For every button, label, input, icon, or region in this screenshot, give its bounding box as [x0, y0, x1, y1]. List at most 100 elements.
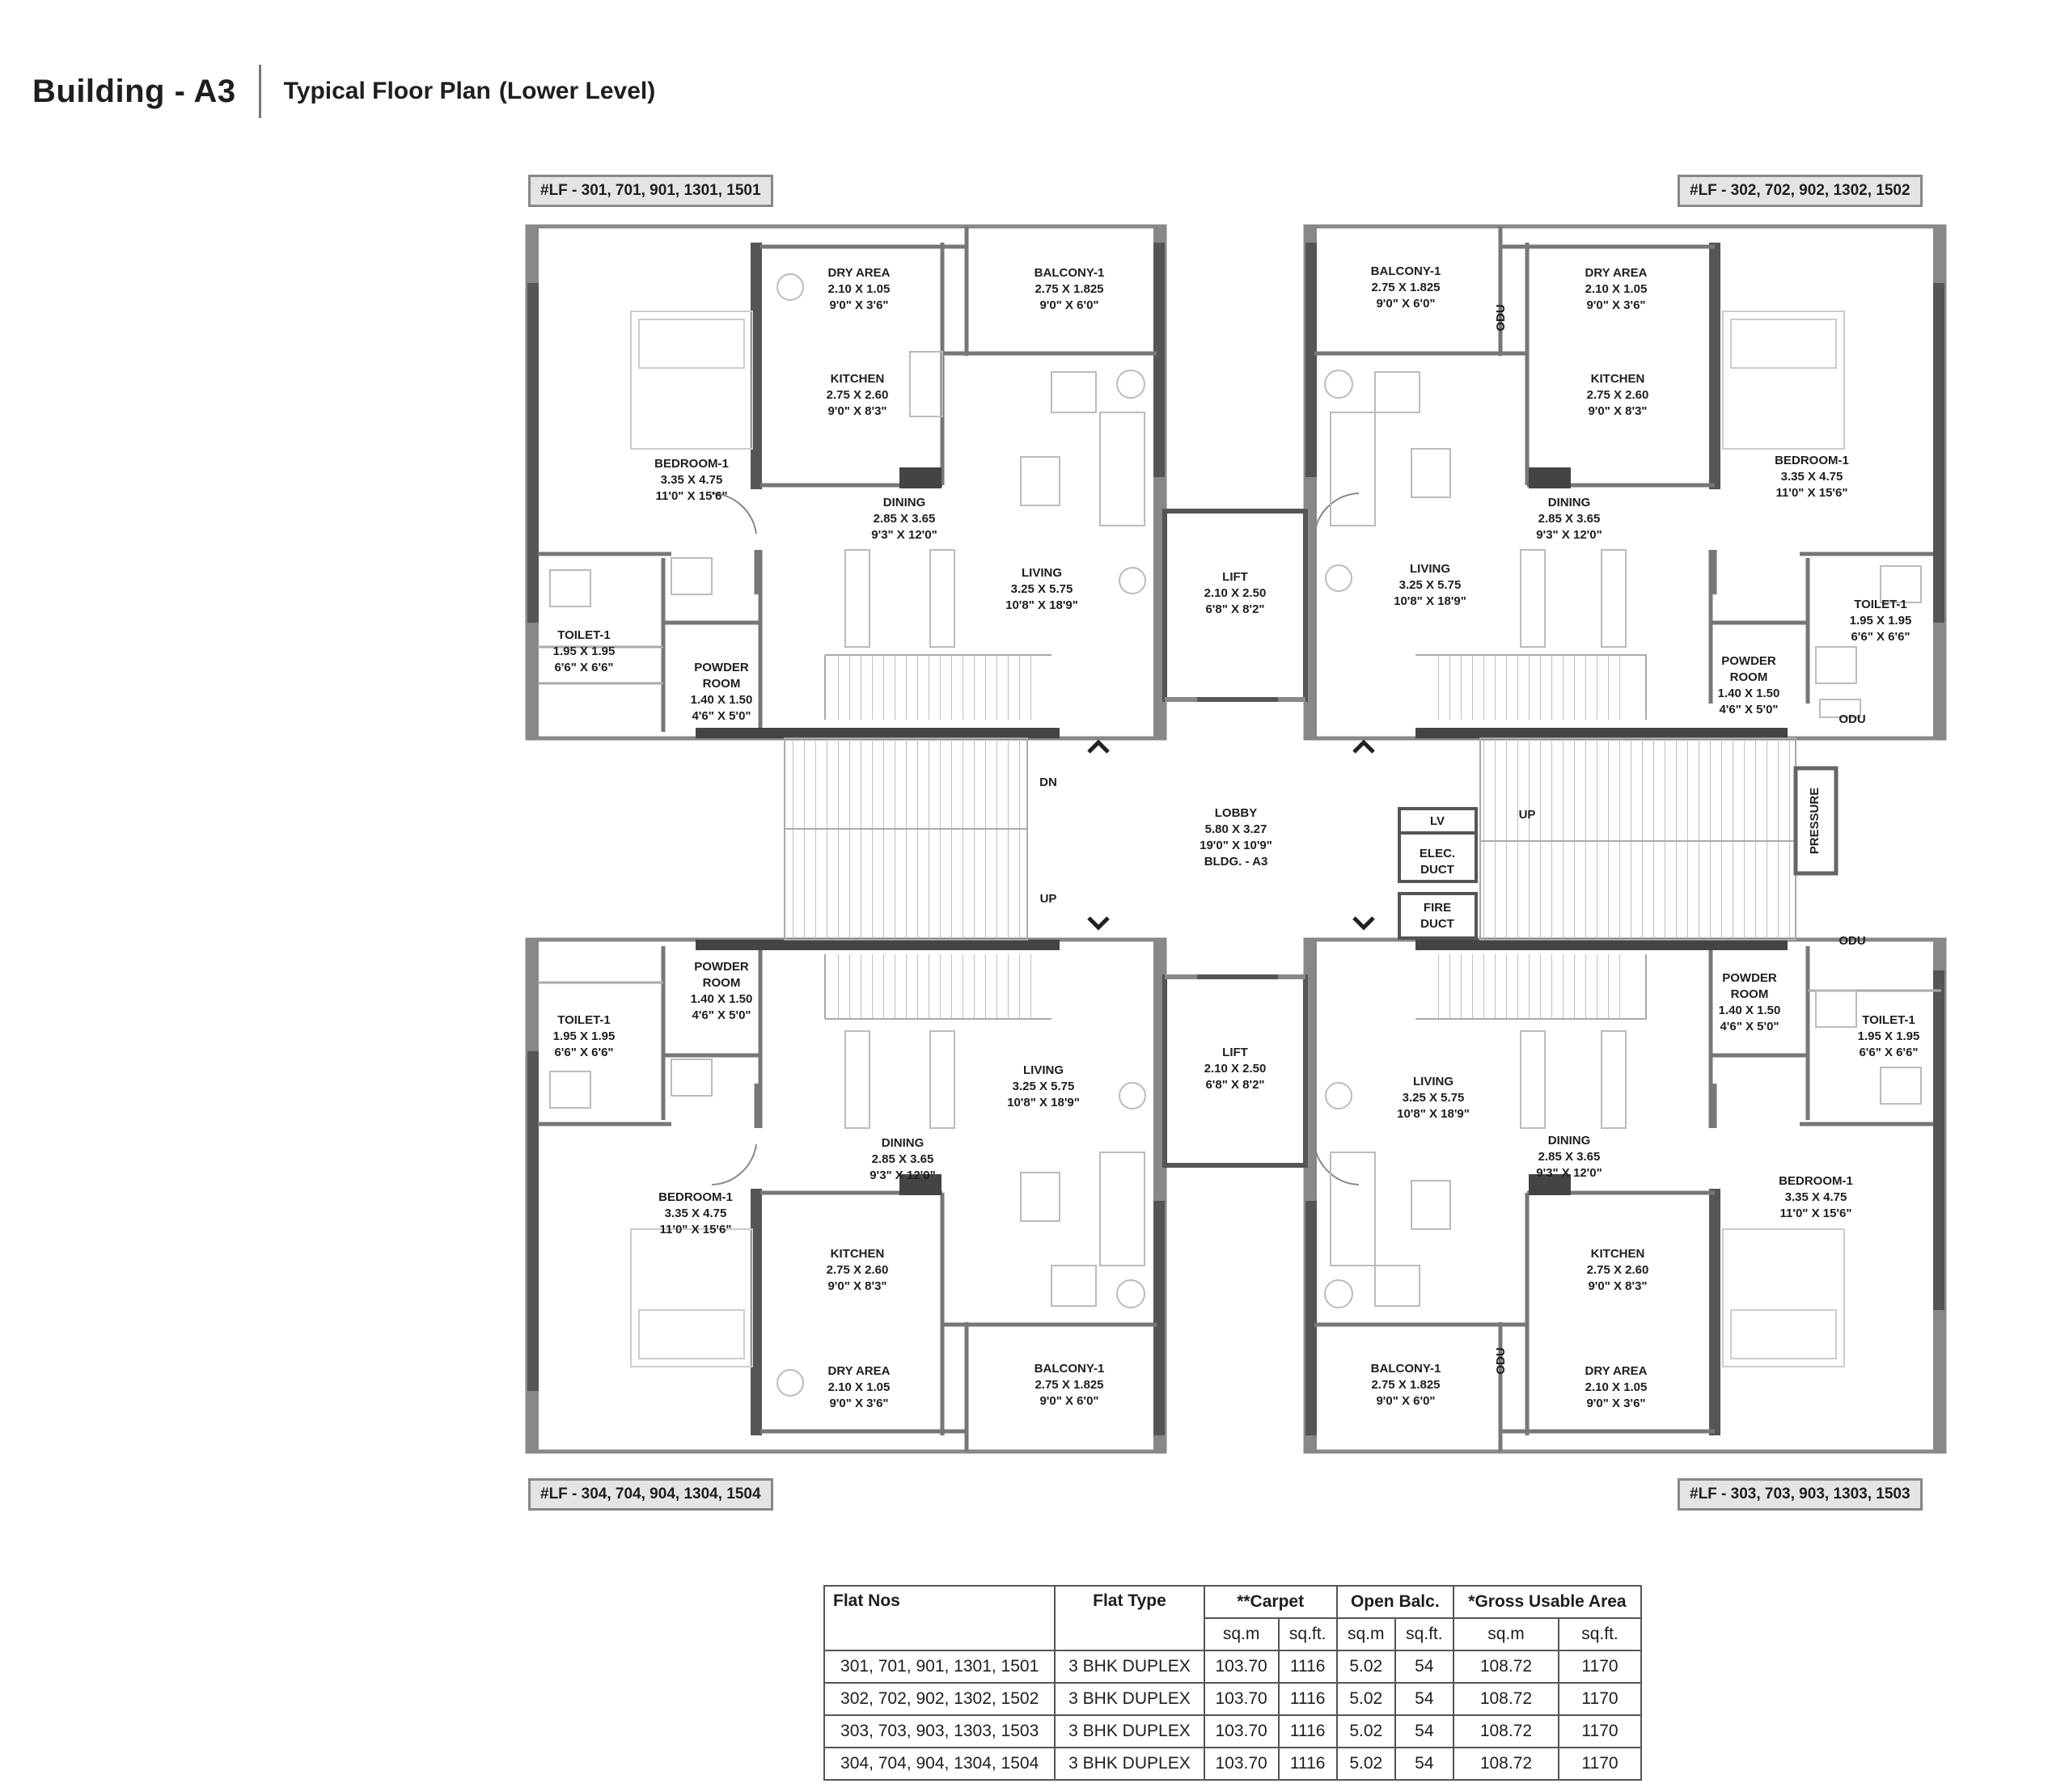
- cell-gross-sqm: 108.72: [1452, 1650, 1560, 1684]
- cell-gross-sqft: 1170: [1558, 1747, 1642, 1781]
- col-gross-area: *Gross Usable Area: [1452, 1585, 1643, 1619]
- table-row: 303, 703, 903, 1303, 1503 3 BHK DUPLEX 1…: [823, 1714, 1642, 1748]
- cell-carpet-sqm: 103.70: [1203, 1747, 1280, 1781]
- table-row: 301, 701, 901, 1301, 1501 3 BHK DUPLEX 1…: [823, 1650, 1642, 1684]
- col-flat-type: Flat Type: [1054, 1585, 1205, 1651]
- cell-carpet-sqft: 1116: [1277, 1682, 1338, 1716]
- cell-carpet-sqft: 1116: [1277, 1714, 1338, 1748]
- cell-balc-sqm: 5.02: [1335, 1747, 1396, 1781]
- col-flat-nos: Flat Nos: [823, 1585, 1056, 1651]
- core-label-pressure-8: PRESSURE: [1808, 788, 1822, 855]
- cell-flat-type: 3 BHK DUPLEX: [1054, 1714, 1205, 1748]
- core-label-odu-6: ODU: [1494, 304, 1508, 331]
- flat-tag-top-right: #LF - 302, 702, 902, 1302, 1502: [1678, 175, 1923, 207]
- cell-flat-nos: 304, 704, 904, 1304, 1504: [823, 1747, 1056, 1781]
- flat-bottom-right: [1303, 937, 1947, 1454]
- cell-balc-sqft: 54: [1394, 1747, 1454, 1781]
- cell-gross-sqft: 1170: [1558, 1682, 1642, 1716]
- cell-balc-sqft: 54: [1394, 1714, 1454, 1748]
- core-label-odu-5: ODU: [1839, 934, 1865, 948]
- header-divider: [258, 65, 261, 118]
- flat-tag-bottom-right: #LF - 303, 703, 903, 1303, 1503: [1678, 1478, 1923, 1511]
- unit-carpet-sqm: sq.m: [1203, 1617, 1280, 1651]
- cell-flat-nos: 301, 701, 901, 1301, 1501: [823, 1650, 1056, 1684]
- cell-gross-sqm: 108.72: [1452, 1682, 1560, 1716]
- unit-gross-sqm: sq.m: [1452, 1617, 1560, 1651]
- cell-flat-type: 3 BHK DUPLEX: [1054, 1650, 1205, 1684]
- flat-tag-top-left: #LF - 301, 701, 901, 1301, 1501: [528, 175, 773, 207]
- flat-top-left: [525, 224, 1167, 741]
- area-table: Flat Nos Flat Type **Carpet Open Balc. *…: [823, 1585, 1643, 1781]
- cell-gross-sqft: 1170: [1558, 1714, 1642, 1748]
- table-row: 304, 704, 904, 1304, 1504 3 BHK DUPLEX 1…: [823, 1747, 1642, 1781]
- room-label-core-elec_duct: ELEC.DUCT: [1420, 847, 1455, 877]
- cell-carpet-sqm: 103.70: [1203, 1650, 1280, 1684]
- unit-carpet-sqft: sq.ft.: [1277, 1617, 1338, 1651]
- plan-title: Typical Floor Plan: [283, 78, 491, 104]
- cell-flat-nos: 303, 703, 903, 1303, 1503: [823, 1714, 1056, 1748]
- col-carpet: **Carpet: [1203, 1585, 1338, 1619]
- building-core: [784, 509, 1839, 1168]
- cell-balc-sqm: 5.02: [1335, 1650, 1396, 1684]
- cell-gross-sqm: 108.72: [1452, 1714, 1560, 1748]
- table-row: 302, 702, 902, 1302, 1502 3 BHK DUPLEX 1…: [823, 1682, 1642, 1716]
- plan-level: (Lower Level): [498, 78, 656, 104]
- cell-flat-type: 3 BHK DUPLEX: [1054, 1747, 1205, 1781]
- cell-balc-sqm: 5.02: [1335, 1714, 1396, 1748]
- flat-bottom-left: [525, 937, 1167, 1454]
- cell-balc-sqm: 5.02: [1335, 1682, 1396, 1716]
- unit-balc-sqm: sq.m: [1335, 1617, 1396, 1651]
- core-label-odu-4: ODU: [1839, 712, 1865, 726]
- core-label-dn-0: DN: [1039, 776, 1057, 789]
- unit-gross-sqft: sq.ft.: [1558, 1617, 1642, 1651]
- cell-balc-sqft: 54: [1394, 1650, 1454, 1684]
- cell-flat-nos: 302, 702, 902, 1302, 1502: [823, 1682, 1056, 1716]
- core-label-up_left-1: UP: [1040, 892, 1057, 906]
- page-header: Building - A3 Typical Floor Plan (Lower …: [32, 63, 655, 120]
- core-label-lv-3: LV: [1430, 814, 1445, 828]
- unit-balc-sqft: sq.ft.: [1394, 1617, 1454, 1651]
- building-title: Building - A3: [32, 73, 236, 109]
- cell-gross-sqft: 1170: [1558, 1650, 1642, 1684]
- cell-carpet-sqm: 103.70: [1203, 1714, 1280, 1748]
- cell-carpet-sqft: 1116: [1277, 1747, 1338, 1781]
